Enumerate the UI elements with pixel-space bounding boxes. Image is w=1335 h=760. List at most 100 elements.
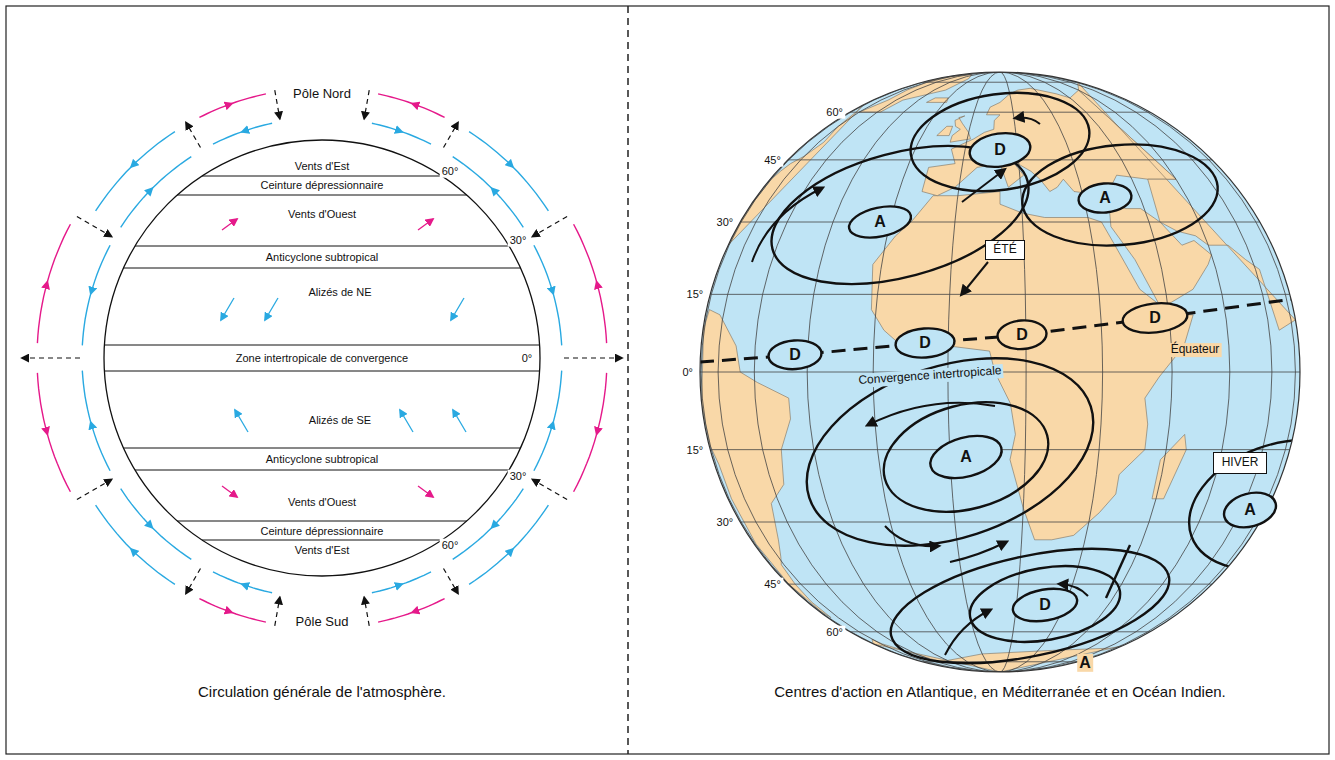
isobar-core [846,201,914,242]
pressure-center: A [1077,182,1133,214]
pressure-letter: A [959,448,973,466]
cell-arc [232,613,266,623]
season-box-outline [1214,453,1267,474]
parallel-line [710,294,1290,295]
isobar [1171,417,1335,593]
pressure-center: D [996,319,1048,351]
band-line [123,268,520,269]
trade-wind-arrow [451,298,464,320]
trade-wind-arrow [221,298,234,320]
pressure-center: D [894,327,956,359]
cell-arc [242,123,272,132]
isobar [881,528,1180,685]
cell-arc [82,294,90,346]
vertical-motion-line [77,480,112,500]
vertical-motion-line [275,90,280,119]
pole-label: Pôle Nord [291,87,353,102]
cell-arc [199,599,232,613]
cell-arc [378,613,412,623]
cell-arc [513,505,549,549]
pressure-center-label: A [1077,654,1093,672]
trade-wind-arrow [400,410,413,432]
cell-arc [412,104,445,118]
latitude-label: 45° [762,578,783,591]
cell-arc [553,294,561,346]
isobar-core [895,326,956,359]
globe-content [700,72,1335,684]
cell-arc [232,94,266,104]
season-box: HIVER [1213,452,1267,474]
zone-label: Anticyclone subtropical [264,453,381,466]
isobar [904,82,1096,202]
parallel-line [788,584,1212,585]
pressure-center: A [928,436,1004,478]
land-mass [1078,82,1296,330]
isobar-core [968,129,1033,170]
cell-arc [492,489,524,528]
vertical-motion-line [532,480,567,500]
vertical-motion-line [275,597,280,626]
vertical-motion-line [532,217,567,237]
isobar [964,555,1126,652]
parallel-line [740,222,1260,223]
zone-label: Vents d'Est [293,160,352,173]
isobar-core [997,319,1048,351]
parallel-line [740,522,1260,523]
trade-wind-arrow [453,410,466,432]
wind-arrow [752,188,822,262]
earth-circle [104,140,540,576]
wind-arrow [950,542,1006,562]
latitude-label: 0° [680,366,695,379]
latitude-label: 15° [685,288,706,301]
parallel-line [922,82,1077,83]
cell-arc [131,132,175,168]
front-line [1106,545,1130,598]
cell-arc [242,584,272,593]
band-line [202,176,442,177]
latitude-label: 30° [715,516,736,529]
cell-arc [402,132,431,144]
pressure-letter: D [1038,596,1052,614]
zone-label: Ceinture dépressionnaire [259,525,386,538]
pressure-center: D [968,132,1032,168]
cell-arc [47,434,70,492]
vertical-motion-line [564,357,622,358]
zone-label: Zone intertropicale de convergence [234,352,410,365]
latitude-label: 45° [762,154,783,167]
band-line [104,345,539,346]
vertical-motion-line [364,597,369,626]
vertical-motion-line [186,122,201,147]
cell-arc [47,224,70,282]
pressure-center: D [767,339,823,371]
cell-arc [574,224,597,282]
vertical-motion-line [186,568,201,593]
cell-arc [597,282,607,343]
latitude-label: 60° [440,165,461,178]
wind-arrows [752,118,1088,655]
trade-wind-arrow [235,410,248,432]
pressure-letter: A [1243,501,1257,519]
band-line [177,521,467,522]
wind-arrow [945,610,990,655]
land-mass [859,74,972,112]
season-label: HIVER [1221,456,1260,469]
cell-arc [513,167,549,211]
vertical-motion-line [444,568,459,593]
pressure-letter: A [873,213,887,231]
pressure-letter: D [918,334,932,352]
globe-limb [700,72,1300,672]
pressure-systems [756,82,1335,684]
vertical-motion-line [444,122,459,147]
cell-arc [96,167,132,211]
latitude-label: 15° [685,443,706,456]
band-line [135,246,509,247]
zone-label: Alizés de NE [307,286,374,299]
band-line [202,540,442,541]
isobar [1018,137,1222,254]
cell-arc [574,434,597,492]
pressure-letter: A [1098,189,1112,207]
cell-arc [534,422,553,471]
cell-arc [402,572,431,584]
band-line [135,470,509,471]
